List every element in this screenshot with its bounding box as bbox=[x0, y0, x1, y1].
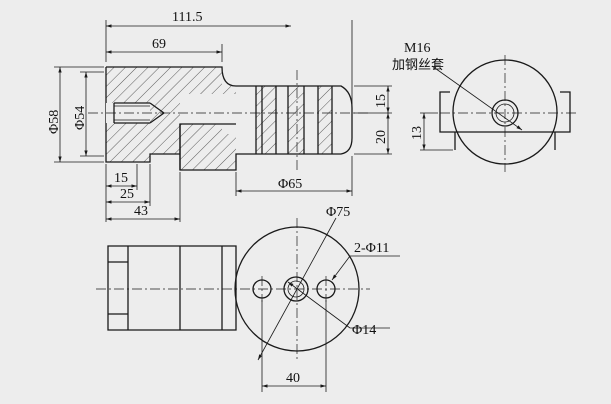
side-view: M16 加钢丝套 13 bbox=[392, 41, 578, 172]
dim-dia-14: Φ14 bbox=[352, 323, 376, 338]
callout-thread: M16 bbox=[404, 41, 430, 56]
dim-dia-54: Φ54 bbox=[73, 106, 88, 130]
callout-insert: 加钢丝套 bbox=[392, 57, 444, 73]
dim-dia-58: Φ58 bbox=[47, 110, 62, 134]
dim-height-13: 13 bbox=[410, 126, 425, 140]
dim-height-15: 15 bbox=[374, 94, 389, 108]
dim-height-20: 20 bbox=[374, 130, 389, 144]
dim-width-40: 40 bbox=[286, 371, 300, 386]
body-outline bbox=[105, 66, 353, 171]
body-section-hatch bbox=[106, 67, 236, 170]
front-section-view: 111.5 69 Φ58 Φ54 15 25 43 Φ65 bbox=[47, 10, 392, 222]
dim-dia-75: Φ75 bbox=[326, 205, 350, 220]
dim-length-total: 111.5 bbox=[172, 10, 202, 25]
cross-holes-section bbox=[255, 86, 333, 154]
dim-length-43: 43 bbox=[134, 204, 148, 219]
dim-length-25: 25 bbox=[120, 187, 134, 202]
dim-dia-65: Φ65 bbox=[278, 177, 302, 192]
dim-length-15: 15 bbox=[114, 171, 128, 186]
dim-length-69: 69 bbox=[152, 37, 166, 52]
top-view: Φ75 2-Φ11 Φ14 40 bbox=[96, 205, 400, 392]
dim-holes: 2-Φ11 bbox=[354, 241, 389, 256]
